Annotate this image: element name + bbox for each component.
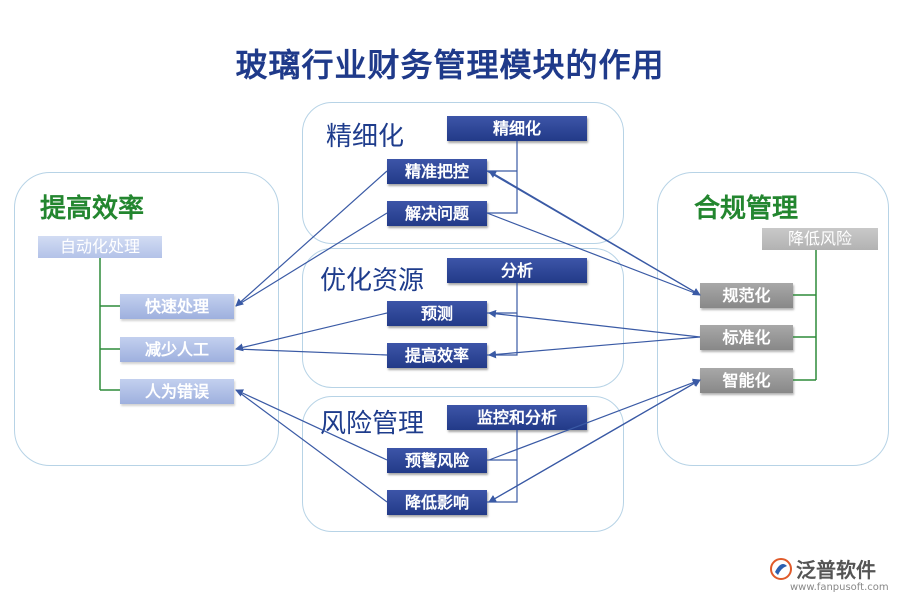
optimize-panel-title: 优化资源 — [320, 266, 425, 296]
brand-url: www.fanpusoft.com — [790, 582, 889, 593]
automation-label: 自动化处理 — [38, 236, 162, 258]
brand-logo: 泛普软件 — [770, 554, 876, 583]
solve-problems-box: 解决问题 — [387, 201, 487, 226]
monitor-analysis-header-box: 监控和分析 — [447, 405, 587, 430]
reduce-risk-label: 降低风险 — [762, 228, 878, 250]
reduce-impact-box: 降低影响 — [387, 490, 487, 515]
refine-header-box: 精细化 — [447, 116, 587, 141]
page-title: 玻璃行业财务管理模块的作用 — [235, 46, 665, 84]
precise-control-box: 精准把控 — [387, 159, 487, 184]
risk-panel — [302, 396, 624, 532]
improve-efficiency-box: 提高效率 — [387, 343, 487, 368]
early-warning-box: 预警风险 — [387, 448, 487, 473]
fast-processing-box: 快速处理 — [120, 294, 234, 319]
risk-panel-title: 风险管理 — [320, 409, 425, 439]
refine-panel-title: 精细化 — [326, 122, 405, 152]
efficiency-panel-title: 提高效率 — [40, 194, 145, 224]
fanpu-logo-icon — [770, 557, 792, 580]
brand-name: 泛普软件 — [796, 558, 876, 582]
forecast-box: 预测 — [387, 301, 487, 326]
normalization-box: 标准化 — [700, 325, 793, 350]
standardization-box: 规范化 — [700, 283, 793, 308]
human-error-box: 人为错误 — [120, 379, 234, 404]
refine-panel — [302, 102, 624, 244]
efficiency-panel — [14, 172, 279, 466]
intelligentization-box: 智能化 — [700, 368, 793, 393]
optimize-panel — [302, 248, 624, 388]
reduce-labor-box: 减少人工 — [120, 337, 234, 362]
compliance-panel — [657, 172, 889, 466]
analysis-header-box: 分析 — [447, 258, 587, 283]
compliance-panel-title: 合规管理 — [694, 194, 799, 224]
